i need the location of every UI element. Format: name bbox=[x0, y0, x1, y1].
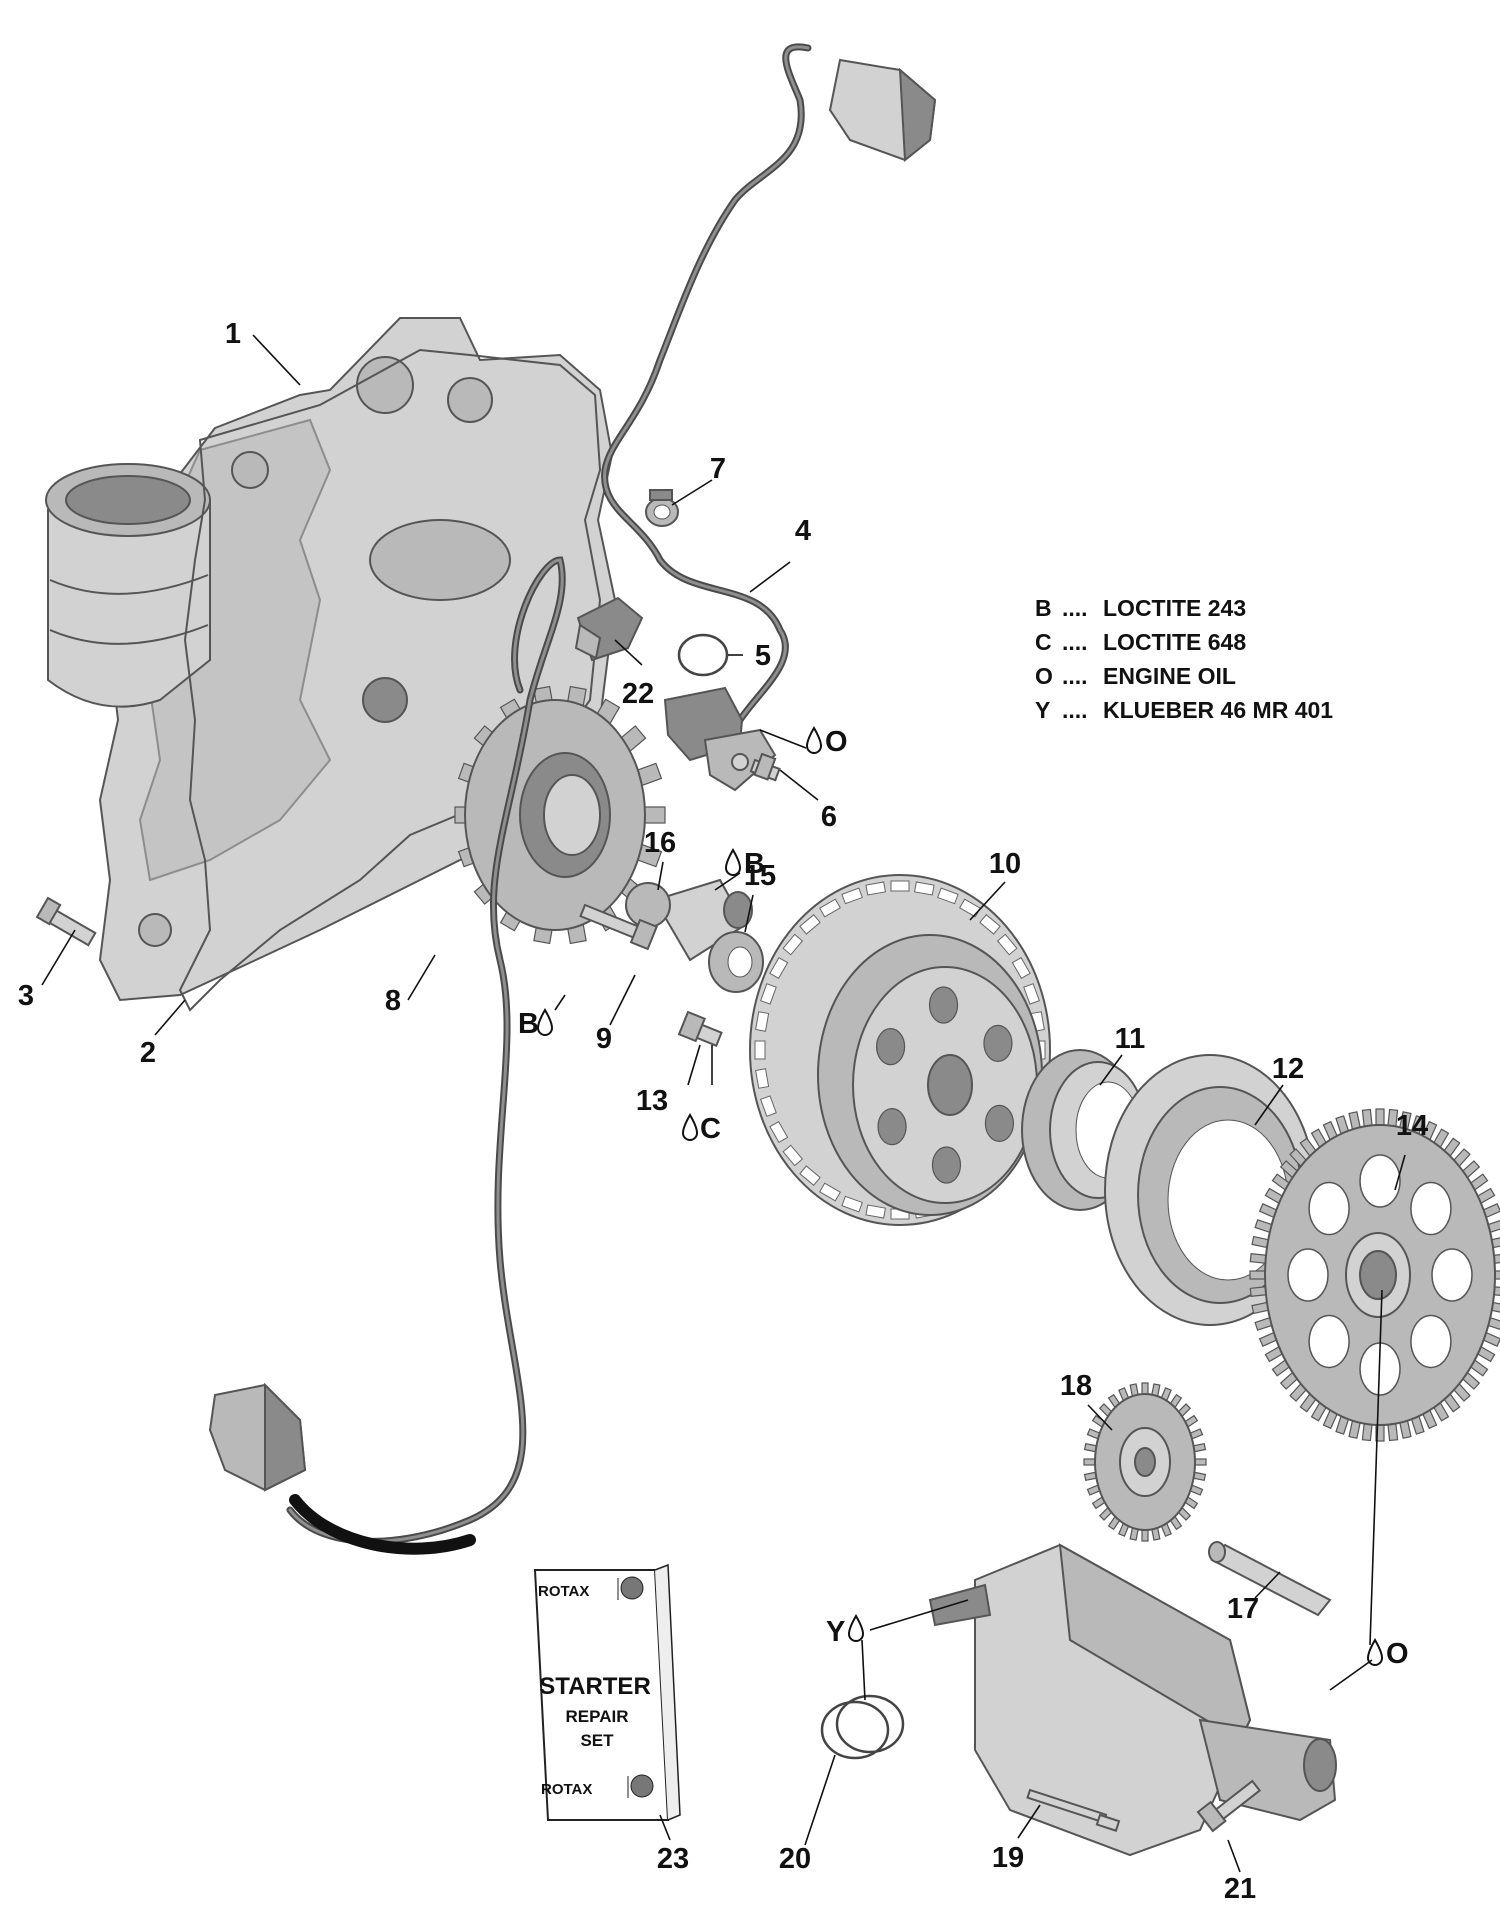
callout-10: 10 bbox=[989, 848, 1021, 880]
repair-set-line3: SET bbox=[580, 1731, 614, 1750]
part-wiring-harness bbox=[601, 43, 937, 792]
part-o-rings-20 bbox=[820, 1694, 905, 1760]
part-screw-13 bbox=[677, 1010, 723, 1048]
part-washer-15 bbox=[708, 931, 764, 993]
svg-text:LOCTITE 648: LOCTITE 648 bbox=[1103, 629, 1246, 655]
legend: B .... LOCTITE 243 C .... LOCTITE 648 O … bbox=[1035, 595, 1333, 723]
lube-mark-part-4: O bbox=[805, 726, 848, 758]
callout-13: 13 bbox=[636, 1085, 668, 1117]
rotax-seal-bottom bbox=[630, 1774, 654, 1798]
svg-text:....: .... bbox=[1062, 663, 1088, 689]
callout-20: 20 bbox=[779, 1843, 811, 1875]
part-stator bbox=[454, 685, 666, 945]
callout-23: 23 bbox=[657, 1843, 689, 1875]
lube-mark-part-17: O bbox=[1366, 1638, 1409, 1670]
svg-text:Y: Y bbox=[1035, 697, 1050, 723]
part-housing-cover bbox=[45, 317, 617, 1002]
callout-22: 22 bbox=[622, 678, 654, 710]
part-stator-harness bbox=[208, 556, 566, 1555]
leader-lines bbox=[41, 334, 1406, 1873]
legend-row-c: C .... LOCTITE 648 bbox=[1035, 629, 1246, 655]
callout-21: 21 bbox=[1224, 1873, 1256, 1905]
svg-text:Y: Y bbox=[826, 1616, 845, 1648]
svg-text:LOCTITE 243: LOCTITE 243 bbox=[1103, 595, 1246, 621]
lube-mark-part-20: Y bbox=[826, 1614, 865, 1648]
part-clamp-7 bbox=[645, 489, 679, 527]
callout-3: 3 bbox=[18, 980, 34, 1012]
part-gasket bbox=[178, 348, 602, 1012]
svg-text:C: C bbox=[700, 1113, 721, 1145]
svg-text:B: B bbox=[518, 1008, 539, 1040]
callout-5: 5 bbox=[755, 640, 771, 672]
part-repair-set: ROTAX STARTER REPAIR SET ROTAX bbox=[533, 1563, 681, 1821]
svg-text:....: .... bbox=[1062, 595, 1088, 621]
callout-8: 8 bbox=[385, 985, 401, 1017]
svg-text:B: B bbox=[1035, 595, 1052, 621]
part-bolt-21 bbox=[1196, 1779, 1262, 1833]
callout-2: 2 bbox=[140, 1037, 156, 1069]
svg-text:O: O bbox=[1386, 1638, 1409, 1670]
svg-text:O: O bbox=[825, 726, 848, 758]
repair-set-brand-bottom: ROTAX bbox=[541, 1781, 592, 1798]
svg-text:B: B bbox=[744, 848, 765, 880]
callout-6: 6 bbox=[821, 801, 837, 833]
legend-row-o: O .... ENGINE OIL bbox=[1035, 663, 1236, 689]
repair-set-line2: REPAIR bbox=[566, 1707, 629, 1726]
callout-17: 17 bbox=[1227, 1593, 1259, 1625]
part-starter-motor bbox=[928, 1543, 1337, 1857]
part-shaft-17 bbox=[1208, 1541, 1332, 1617]
svg-text:....: .... bbox=[1062, 697, 1088, 723]
callout-11: 11 bbox=[1115, 1023, 1146, 1055]
lube-mark-part-16: B bbox=[724, 848, 765, 880]
part-o-ring-5 bbox=[677, 633, 729, 677]
rotax-seal-top bbox=[620, 1576, 644, 1600]
part-small-gear bbox=[1083, 1382, 1207, 1542]
callout-12: 12 bbox=[1272, 1053, 1304, 1085]
part-rotor bbox=[749, 874, 1051, 1226]
part-bolt-16 bbox=[625, 878, 753, 962]
svg-text:....: .... bbox=[1062, 629, 1088, 655]
part-sensor-22 bbox=[574, 596, 644, 662]
repair-set-brand-top: ROTAX bbox=[538, 1583, 589, 1600]
callout-7: 7 bbox=[710, 453, 726, 485]
svg-text:O: O bbox=[1035, 663, 1053, 689]
legend-row-y: Y .... KLUEBER 46 MR 401 bbox=[1035, 697, 1333, 723]
svg-text:C: C bbox=[1035, 629, 1052, 655]
svg-text:ENGINE OIL: ENGINE OIL bbox=[1103, 663, 1236, 689]
svg-text:KLUEBER 46 MR 401: KLUEBER 46 MR 401 bbox=[1103, 697, 1333, 723]
callout-16: 16 bbox=[644, 827, 676, 859]
callout-1: 1 bbox=[225, 318, 241, 350]
part-large-gear bbox=[1249, 1108, 1500, 1442]
part-bolt-3 bbox=[35, 896, 97, 947]
callout-14: 14 bbox=[1396, 1110, 1428, 1142]
callout-18: 18 bbox=[1060, 1370, 1092, 1402]
callout-4: 4 bbox=[795, 515, 811, 547]
part-bolt-9 bbox=[579, 903, 658, 951]
callout-9: 9 bbox=[596, 1023, 612, 1055]
callout-19: 19 bbox=[992, 1842, 1024, 1874]
callout-15: 15 bbox=[744, 860, 776, 892]
lube-mark-part-13: C bbox=[681, 1113, 721, 1145]
callout-numbers: 1 2 3 4 5 6 7 8 9 10 11 12 13 14 15 16 1… bbox=[18, 318, 1428, 1905]
repair-set-title: STARTER bbox=[539, 1673, 651, 1700]
part-screw-6 bbox=[749, 752, 781, 782]
legend-row-b: B .... LOCTITE 243 bbox=[1035, 595, 1246, 621]
lubricant-marks: O B B C O Y bbox=[518, 726, 1409, 1670]
lube-mark-part-9: B bbox=[518, 1008, 554, 1040]
